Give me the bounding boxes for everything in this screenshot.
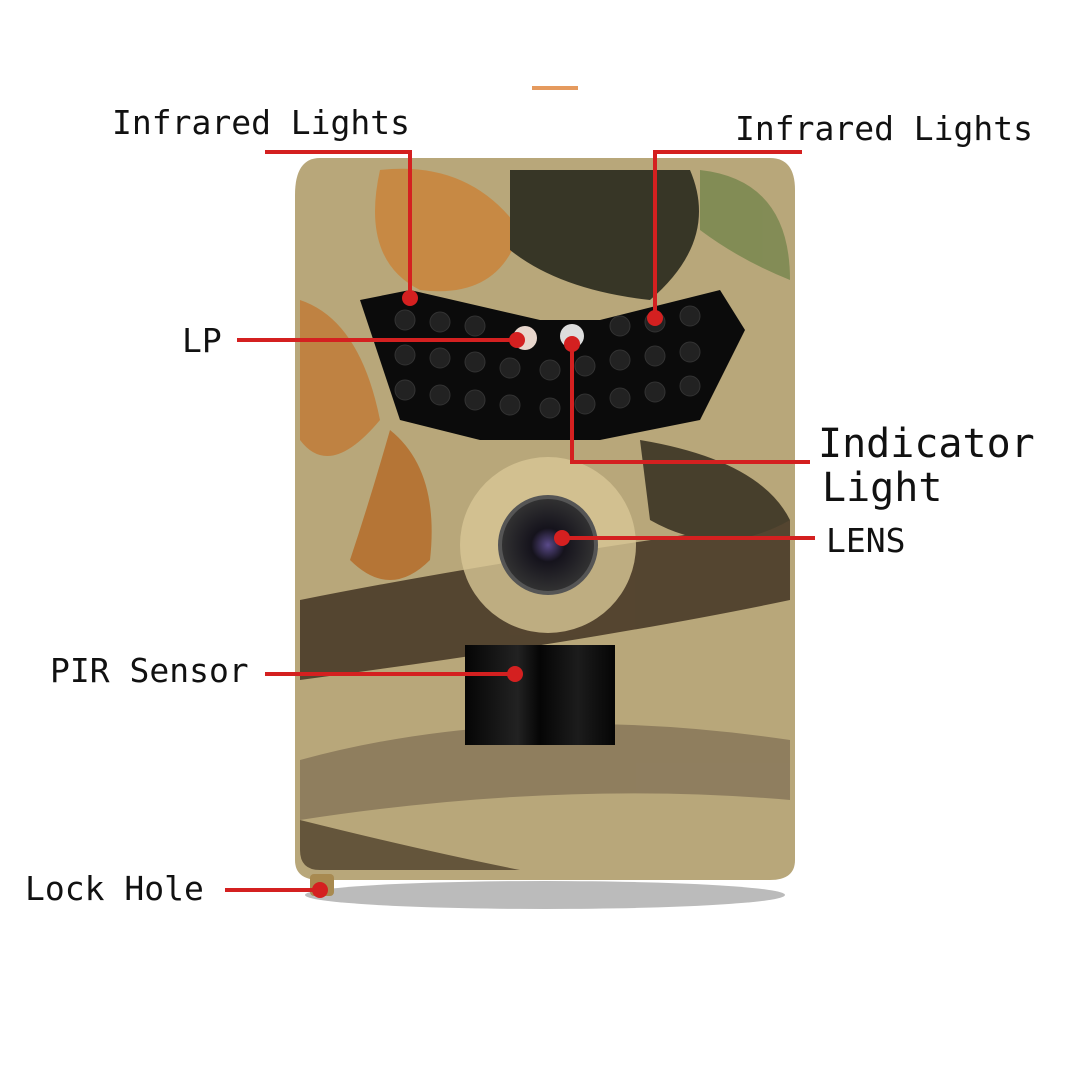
label-light: Light	[822, 465, 943, 511]
label-indicator: Indicator	[818, 421, 1035, 467]
label-infrared-lights-left: Infrared Lights	[112, 103, 411, 142]
lens	[498, 495, 598, 595]
accent-bar	[532, 86, 578, 90]
label-lock-hole: Lock Hole	[25, 869, 204, 908]
leader-lines	[225, 150, 815, 892]
ir-led-grid	[394, 305, 701, 419]
leader-dots	[312, 290, 663, 898]
label-pir-sensor: PIR Sensor	[50, 651, 249, 690]
label-infrared-lights-right: Infrared Lights	[735, 109, 1034, 148]
label-lp: LP	[182, 321, 222, 360]
shadow	[305, 881, 785, 909]
label-lens: LENS	[826, 521, 906, 560]
pir-sensor	[465, 645, 615, 745]
